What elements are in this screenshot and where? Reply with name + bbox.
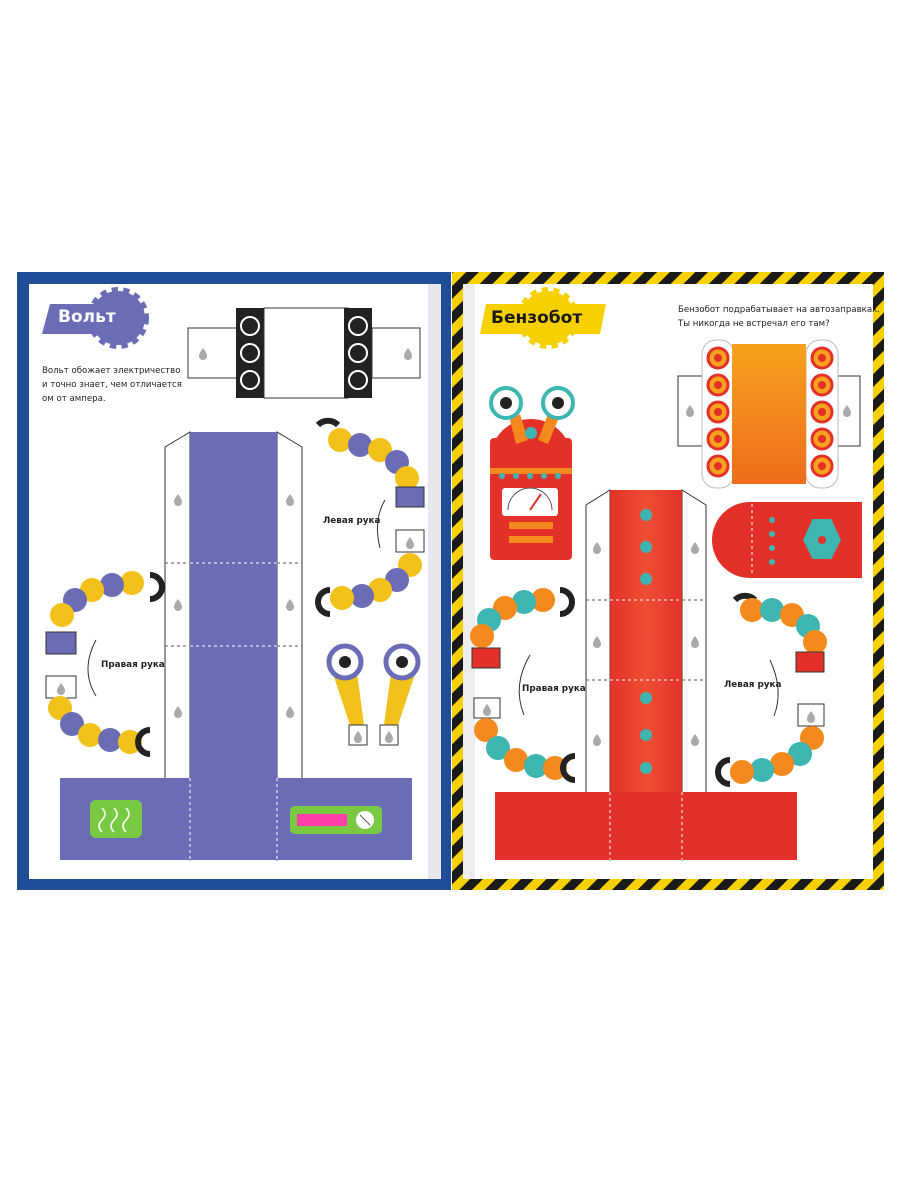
volt-head-net <box>187 307 421 399</box>
volt-description: Вольт обожает электричество и точно знае… <box>42 366 182 404</box>
benzobot-head <box>489 386 575 560</box>
volt-title-badge <box>42 287 149 349</box>
volt-left-arm-label: Левая рука <box>323 516 381 526</box>
benzobot-tread-net <box>677 339 861 489</box>
left-page <box>17 272 451 890</box>
benzobot-title: Бензобот <box>491 308 583 328</box>
right-page <box>452 272 884 890</box>
benzobot-title-badge <box>480 287 606 349</box>
volt-chip-badge <box>90 800 142 838</box>
benzobot-right-arm-label: Правая рука <box>522 684 586 694</box>
volt-eyes <box>326 643 421 746</box>
volt-body-net <box>60 431 412 861</box>
volt-title: Вольт <box>58 307 116 327</box>
volt-right-arm <box>45 571 165 757</box>
benzobot-left-arm-label: Левая рука <box>724 680 782 690</box>
benzobot-body-net <box>495 489 797 861</box>
benzobot-left-arm <box>715 592 827 787</box>
benzobot-description: Бензобот подрабатывает на автозаправках.… <box>678 305 880 329</box>
volt-right-arm-label: Правая рука <box>101 660 165 670</box>
benzobot-side-panel <box>712 502 862 578</box>
volt-left-arm <box>315 417 425 617</box>
benzobot-right-arm <box>470 587 576 783</box>
